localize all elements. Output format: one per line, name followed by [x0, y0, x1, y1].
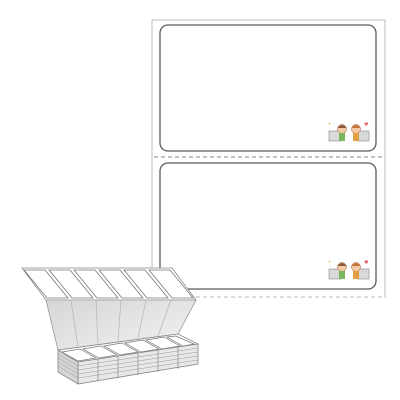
svg-text:✦: ✦: [328, 121, 332, 126]
svg-text:✦: ✦: [328, 259, 332, 264]
mascot-icon: ♥ ✦: [328, 259, 370, 280]
mascot-icon: ♥ ✦: [328, 121, 370, 142]
fanfold-stack: [21, 267, 200, 385]
svg-text:♥: ♥: [364, 122, 369, 128]
svg-text:♥: ♥: [364, 260, 369, 266]
label-2: [159, 162, 377, 290]
stack-left-side: [57, 349, 79, 385]
top-strip: [21, 267, 197, 301]
label-1: [159, 24, 377, 152]
